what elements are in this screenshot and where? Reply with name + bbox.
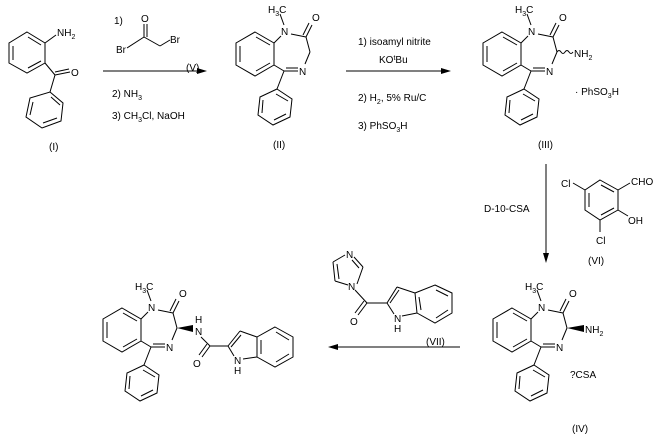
salt-label: ?CSA	[570, 370, 596, 381]
salt-label: · PhSO3H	[575, 87, 619, 100]
compound-label-V: (V)	[186, 63, 199, 74]
wedge-bond	[177, 325, 193, 332]
compound-label-II: (II)	[273, 140, 285, 151]
step1-reagent-1: 1)	[114, 16, 123, 27]
methyl-label: H3C	[135, 282, 153, 295]
step1-reagent-3: 3) CH3Cl, NaOH	[112, 111, 185, 124]
compound-II: H3C N O N (II)	[235, 5, 320, 151]
methyl-label: H3C	[525, 282, 543, 295]
step-3: D-10-CSA Cl CHO OH Cl (VI)	[484, 164, 653, 267]
oxygen-label: O	[179, 289, 187, 300]
aldehyde-label: CHO	[631, 177, 653, 188]
oxygen-label: O	[559, 13, 567, 24]
imidazole-n1-label: N	[348, 282, 355, 293]
amine-label: NH2	[574, 49, 592, 62]
methyl-label: H3C	[515, 5, 533, 18]
amide-n-label: N	[195, 327, 202, 338]
indole-n-label: N	[394, 314, 401, 325]
imidazole-n3-label: N	[346, 250, 353, 261]
arrow-head	[197, 68, 207, 74]
compound-label-III: (III)	[538, 140, 553, 151]
n1-label: N	[281, 27, 288, 38]
indole-n-label: N	[234, 356, 241, 367]
arrow-head	[543, 253, 549, 263]
indole-h-label: H	[234, 366, 241, 377]
compound-VI: Cl CHO OH Cl (VI)	[561, 177, 653, 267]
step1-reagent-2: 2) NH3	[112, 89, 142, 102]
oxygen-label: O	[350, 317, 358, 328]
bromoacetyl-br2: Br	[170, 35, 181, 46]
wavy-bond	[556, 50, 574, 54]
step2-reagent-1: 1) isoamyl nitrite	[358, 37, 431, 48]
methyl-label: H3C	[268, 5, 286, 18]
arrow-head	[328, 344, 338, 350]
amine-label: NH2	[585, 325, 603, 338]
arrow-head	[441, 68, 451, 74]
chloro-label: Cl	[561, 179, 570, 190]
chloro-label: Cl	[596, 236, 605, 247]
n1-label: N	[538, 303, 545, 314]
wedge-bond	[567, 325, 584, 332]
step2-reagent-2: 2) H2, 5% Ru/C	[358, 93, 426, 106]
compound-label-VI: (VI)	[588, 256, 604, 267]
n1-label: N	[148, 303, 155, 314]
oxygen-label: O	[569, 289, 577, 300]
compound-label-I: (I)	[49, 142, 58, 153]
step2-reagent-1b: KOtBu	[379, 55, 408, 66]
oxygen-label: O	[312, 13, 320, 24]
bromoacetyl-o: O	[141, 14, 149, 25]
compound-VII: N N O N H (VII)	[332, 250, 453, 348]
n4-label: N	[166, 343, 173, 354]
hydroxyl-label: OH	[628, 216, 643, 227]
oxygen-label: O	[71, 68, 79, 79]
amide-h-label: H	[195, 315, 202, 326]
compound-IV: H3C N O N NH2 ?CSA (IV)	[492, 282, 603, 435]
n4-label: N	[556, 343, 563, 354]
final-product: H3C N O N N H O N H	[102, 282, 294, 402]
n4-label: N	[299, 67, 306, 78]
compound-I: NH2 O (I)	[8, 28, 79, 153]
step-2: 1) isoamyl nitrite KOtBu 2) H2, 5% Ru/C …	[346, 37, 451, 134]
step-1: 1) O Br Br (V) 2) NH3 3) CH3Cl, NaOH	[103, 14, 207, 124]
compound-III: H3C N O N NH2 · PhSO3H (III)	[482, 5, 619, 151]
compound-label-IV: (IV)	[572, 424, 588, 435]
step3-reagent: D-10-CSA	[484, 204, 530, 215]
indole-h-label: H	[394, 324, 401, 335]
amine-label: NH2	[57, 28, 75, 41]
n1-label: N	[528, 27, 535, 38]
n4-label: N	[546, 67, 553, 78]
compound-label-VII: (VII)	[426, 337, 445, 348]
amide-oxygen-label: O	[193, 359, 201, 370]
step2-reagent-3: 3) PhSO3H	[358, 121, 408, 134]
bromoacetyl-br1: Br	[116, 45, 127, 56]
step-4: N N O N H (VII)	[328, 250, 460, 350]
